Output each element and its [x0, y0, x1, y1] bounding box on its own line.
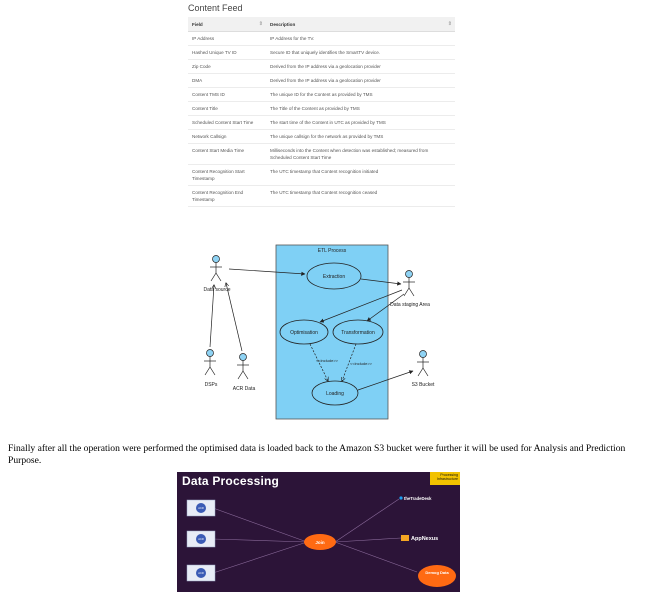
- field-cell: Content Recognition End Timestamp: [188, 185, 266, 207]
- edge-join-tradedesk: [334, 498, 400, 543]
- field-cell: Content Recognition Start Timestamp: [188, 164, 266, 186]
- use-case-transformation[interactable]: [332, 319, 384, 345]
- description-cell: The Title of the Content as provided by …: [266, 101, 455, 116]
- edge-acr2-join: [212, 538, 308, 543]
- etl-use-case-diagram: ETL Process Extraction Optimisation Tran…: [204, 244, 435, 420]
- acr-node-3-label: ACR: [198, 571, 204, 575]
- edge-include-transformation-loading: [342, 343, 357, 381]
- appnexus-label: AppNexus: [411, 536, 438, 542]
- include-label-left: <<include>>: [316, 358, 339, 363]
- edge-dsps-source: [209, 285, 214, 348]
- use-case-loading[interactable]: [311, 380, 359, 406]
- description-cell: Derived from the IP address via a geoloc…: [266, 59, 455, 74]
- edge-source-extraction: [228, 268, 306, 276]
- actor-acr-data-label: ACR Data: [233, 386, 256, 392]
- actor-s3-bucket-label: S3 Bucket: [412, 382, 435, 388]
- sort-icon: ⇕: [447, 21, 452, 27]
- actor-s3-bucket: [417, 350, 429, 377]
- description-cell: The unique callsign for the network as p…: [266, 129, 455, 144]
- sort-icon: ⇕: [258, 21, 263, 27]
- column-header-field[interactable]: Field⇕: [188, 17, 266, 32]
- actor-data-staging-area-label: Data staging Area: [390, 302, 430, 308]
- description-cell: Derived from the IP address via a geoloc…: [266, 73, 455, 88]
- edge-extraction-staging: [360, 278, 402, 286]
- description-cell: The start time of the Content in UTC as …: [266, 115, 455, 130]
- field-cell: Content Start Media Time: [188, 143, 266, 165]
- join-node-label: Join: [315, 540, 325, 545]
- field-cell: Zip Code: [188, 59, 266, 74]
- column-header-description[interactable]: Description⇕: [266, 17, 455, 32]
- description-cell: Milliseconds into the Content when detec…: [266, 143, 455, 165]
- demog-node: [418, 565, 456, 587]
- etl-system-title: ETL Process: [318, 248, 347, 254]
- edge-join-demog: [334, 541, 418, 573]
- description-cell: The UTC timestamp that Content recogniti…: [266, 164, 455, 186]
- use-case-extraction[interactable]: [306, 262, 362, 290]
- table-header-row: Field⇕ Description⇕: [188, 17, 455, 32]
- field-cell: Network Callsign: [188, 129, 266, 144]
- use-case-loading-label: Loading: [326, 391, 344, 397]
- data-processing-background: [177, 472, 460, 592]
- acr-node-3: ACR: [186, 564, 216, 582]
- description-cell: The UTC timestamp that Content recogniti…: [266, 185, 455, 207]
- edge-loading-s3: [357, 370, 414, 391]
- content-feed-title: Content Feed: [188, 3, 243, 13]
- use-case-optimisation-label: Optimisation: [290, 330, 318, 336]
- edge-acr1-join: [212, 507, 308, 543]
- actor-data-source-label: Data source: [204, 287, 231, 293]
- acr-node-1-label: ACR: [198, 506, 204, 510]
- body-paragraph: Finally after all the operation were per…: [8, 443, 626, 466]
- edge-staging-transformation: [366, 293, 405, 322]
- field-cell: Content TMS ID: [188, 87, 266, 102]
- data-processing-title: Data Processing: [182, 474, 280, 488]
- edge-staging-optimisation: [319, 289, 403, 323]
- acr-node-2-label: ACR: [198, 537, 204, 541]
- use-case-extraction-label: Extraction: [323, 274, 345, 280]
- field-cell: IP Address: [188, 31, 266, 46]
- tradedesk-label: theTradeDesk: [404, 496, 432, 501]
- use-case-transformation-label: Transformation: [341, 330, 375, 336]
- processing-infrastructure-badge: Processing Infrastructure: [430, 472, 460, 485]
- actor-data-staging-area: [403, 270, 415, 297]
- use-case-optimisation[interactable]: [279, 319, 329, 345]
- actor-dsps-label: DSPs: [205, 382, 218, 388]
- edge-acr3-join: [212, 541, 308, 574]
- field-cell: Hashed Unique TV ID: [188, 45, 266, 60]
- field-cell: Scheduled Content Start Time: [188, 115, 266, 130]
- edge-join-appnexus: [334, 537, 402, 543]
- tradedesk-logo-icon: [399, 496, 403, 500]
- data-processing-graphic: ACR ACR ACR Join theTradeDesk AppNexus D…: [177, 472, 460, 592]
- actor-data-source: [210, 255, 222, 282]
- data-processing-panel: ACR ACR ACR Join theTradeDesk AppNexus D…: [177, 472, 460, 592]
- actor-acr-data: [237, 353, 249, 380]
- edge-acr-source: [226, 283, 243, 352]
- acr-node-2: ACR: [186, 530, 216, 548]
- description-cell: Secure ID that uniquely identifies the S…: [266, 45, 455, 60]
- appnexus-logo-icon: [401, 535, 409, 541]
- acr-node-1: ACR: [186, 499, 216, 517]
- demog-node-label: Demog Data: [425, 570, 449, 575]
- include-label-right: <<include>>: [350, 361, 373, 366]
- field-cell: Content Title: [188, 101, 266, 116]
- join-node: [304, 534, 336, 550]
- description-cell: IP Address for the TV.: [266, 31, 455, 46]
- description-cell: The unique ID for the Content as provide…: [266, 87, 455, 102]
- field-cell: DMA: [188, 73, 266, 88]
- actor-dsps: [204, 349, 216, 376]
